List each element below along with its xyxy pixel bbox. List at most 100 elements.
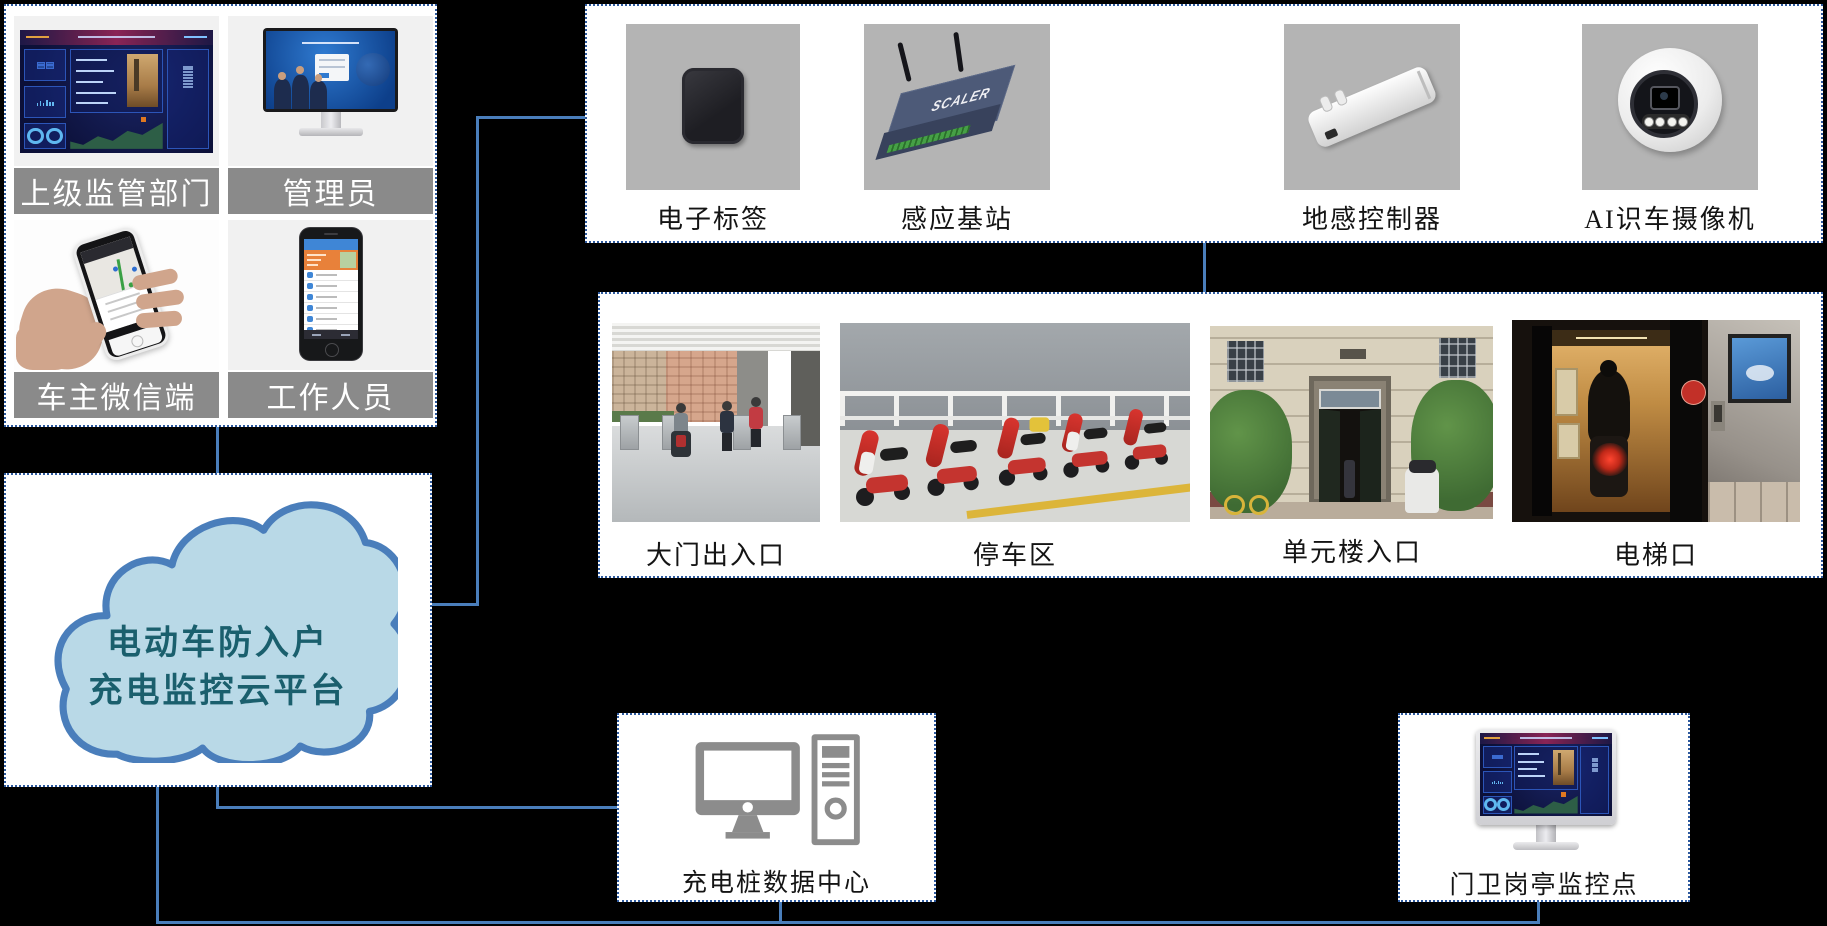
call-button-panel bbox=[1710, 400, 1726, 432]
location-label-parking: 停车区 bbox=[972, 541, 1058, 570]
user-label-staff: 工作人员 bbox=[228, 372, 433, 418]
admin-image bbox=[228, 16, 433, 166]
dashboard-header bbox=[20, 29, 213, 46]
datacenter-label: 充电桩数据中心 bbox=[681, 870, 871, 897]
connector-cloud-datacenter-v bbox=[216, 787, 219, 809]
staff-app-tabbar bbox=[304, 330, 358, 339]
ground-controller-image bbox=[1284, 24, 1460, 190]
camera-lens bbox=[1650, 86, 1680, 110]
blue-poster bbox=[1728, 334, 1792, 403]
ai-camera-image bbox=[1582, 24, 1758, 190]
elevator-camera-still bbox=[127, 53, 159, 107]
controller-nub bbox=[1318, 94, 1334, 114]
bush-left bbox=[1210, 389, 1293, 514]
guard-monitor bbox=[1476, 729, 1616, 850]
dashboard-gauges bbox=[23, 122, 67, 149]
hand-holding-phone bbox=[14, 220, 219, 370]
parking-area-photo bbox=[840, 323, 1190, 522]
location-label-gate: 大门出入口 bbox=[645, 541, 787, 570]
guard-panel: 门卫岗亭监控点 bbox=[1398, 713, 1690, 902]
scooter bbox=[1060, 407, 1115, 478]
datacenter-panel: 充电桩数据中心 bbox=[617, 713, 936, 902]
connector-cloud-datacenter-h bbox=[216, 806, 618, 809]
finger bbox=[135, 310, 183, 329]
controller-body bbox=[1305, 64, 1439, 150]
gate-entrance-photo bbox=[612, 323, 820, 522]
scooter-at-door bbox=[1405, 459, 1440, 514]
connector-devices-locations bbox=[1203, 243, 1206, 293]
taillight-glow bbox=[1592, 442, 1628, 476]
owner-wechat-image bbox=[14, 220, 219, 370]
users-panel: 上级监管部门 管理员 bbox=[4, 4, 437, 427]
staff-app-screen bbox=[304, 239, 358, 339]
user-label-supervision: 上级监管部门 bbox=[14, 168, 219, 214]
devices-panel: 电子标签 SCALER 感应基站 地感控制器 bbox=[585, 4, 1823, 243]
connector-bottom-bus-h bbox=[156, 921, 1540, 924]
camera-body bbox=[1618, 48, 1722, 152]
guard-label: 门卫岗亭监控点 bbox=[1449, 872, 1639, 899]
controller-port bbox=[1324, 128, 1339, 141]
user-label-owner: 车主微信端 bbox=[14, 372, 219, 418]
antenna bbox=[897, 41, 912, 83]
yellow-bike bbox=[1224, 486, 1270, 516]
elevator-entrance-photo bbox=[1512, 320, 1800, 522]
locations-panel: 大门出入口 停车区 bbox=[598, 292, 1823, 578]
officer-silhouette bbox=[273, 72, 291, 109]
user-label-supervision-text: 上级监管部门 bbox=[20, 178, 213, 211]
user-label-admin: 管理员 bbox=[228, 168, 433, 214]
scooter-yellow-box bbox=[995, 410, 1053, 486]
connector-datacenter-bottom-v bbox=[779, 902, 782, 924]
scooter bbox=[924, 416, 985, 497]
user-label-staff-text: 工作人员 bbox=[266, 382, 395, 415]
camera-face bbox=[1630, 70, 1698, 138]
supervision-dashboard-image bbox=[14, 16, 219, 166]
dashboard-thumbnail bbox=[20, 29, 213, 153]
staff-phone bbox=[300, 228, 362, 360]
electronic-tag-image bbox=[626, 24, 800, 190]
rfid-tag bbox=[682, 68, 744, 144]
guard-dashboard-screen bbox=[1480, 733, 1612, 816]
scooter bbox=[852, 422, 916, 507]
rider-silhouette bbox=[1587, 359, 1631, 443]
user-label-owner-text: 车主微信端 bbox=[36, 382, 197, 415]
connector-guard-bottom-v bbox=[1537, 902, 1540, 924]
admin-desktop bbox=[263, 28, 398, 136]
pedestrian bbox=[720, 400, 735, 451]
elevator-interior bbox=[1552, 330, 1671, 512]
pedestrian-red-backpack bbox=[749, 396, 764, 447]
location-label-unit: 单元楼入口 bbox=[1281, 538, 1423, 567]
dashboard-table bbox=[166, 49, 209, 149]
connector-cloud-devices-v bbox=[476, 116, 479, 606]
staff-image bbox=[228, 220, 433, 370]
cloud-title-line1: 电动车防入户 bbox=[107, 624, 329, 662]
unit-entrance-photo bbox=[1210, 326, 1493, 519]
red-sticker bbox=[1681, 380, 1705, 404]
admin-login-screen bbox=[266, 31, 395, 109]
officer-silhouette bbox=[291, 66, 309, 109]
dashboard-stats bbox=[23, 49, 67, 82]
camera-led-strip bbox=[1642, 114, 1690, 129]
scooter-rider bbox=[671, 402, 692, 457]
connector-cloud-right-h bbox=[432, 603, 478, 606]
staff-app-banner bbox=[304, 250, 358, 270]
cloud-shape bbox=[54, 501, 398, 763]
terminal-strip bbox=[886, 125, 971, 154]
device-label-base-station: 感应基站 bbox=[900, 205, 1014, 234]
user-label-admin-text: 管理员 bbox=[282, 178, 379, 211]
connector-cloud-bottom-left-v bbox=[156, 787, 159, 924]
device-label-controller: 地感控制器 bbox=[1301, 205, 1443, 234]
dashboard-area-chart bbox=[70, 116, 163, 149]
antenna bbox=[953, 31, 964, 73]
globe-graphic bbox=[356, 52, 390, 87]
scooter-inside bbox=[1343, 460, 1355, 499]
base-station-image: SCALER bbox=[864, 24, 1050, 190]
computer-icon bbox=[695, 734, 860, 846]
scooter bbox=[1121, 403, 1173, 470]
cloud-platform-panel: 电动车防入户 充电监控云平台 bbox=[4, 473, 432, 787]
connector-cloud-devices-h bbox=[476, 116, 588, 119]
device-label-camera: AI识车摄像机 bbox=[1584, 205, 1756, 234]
dashboard-bar-chart bbox=[23, 86, 67, 119]
controller-nub bbox=[1333, 88, 1349, 107]
device-label-tag: 电子标签 bbox=[656, 205, 770, 234]
